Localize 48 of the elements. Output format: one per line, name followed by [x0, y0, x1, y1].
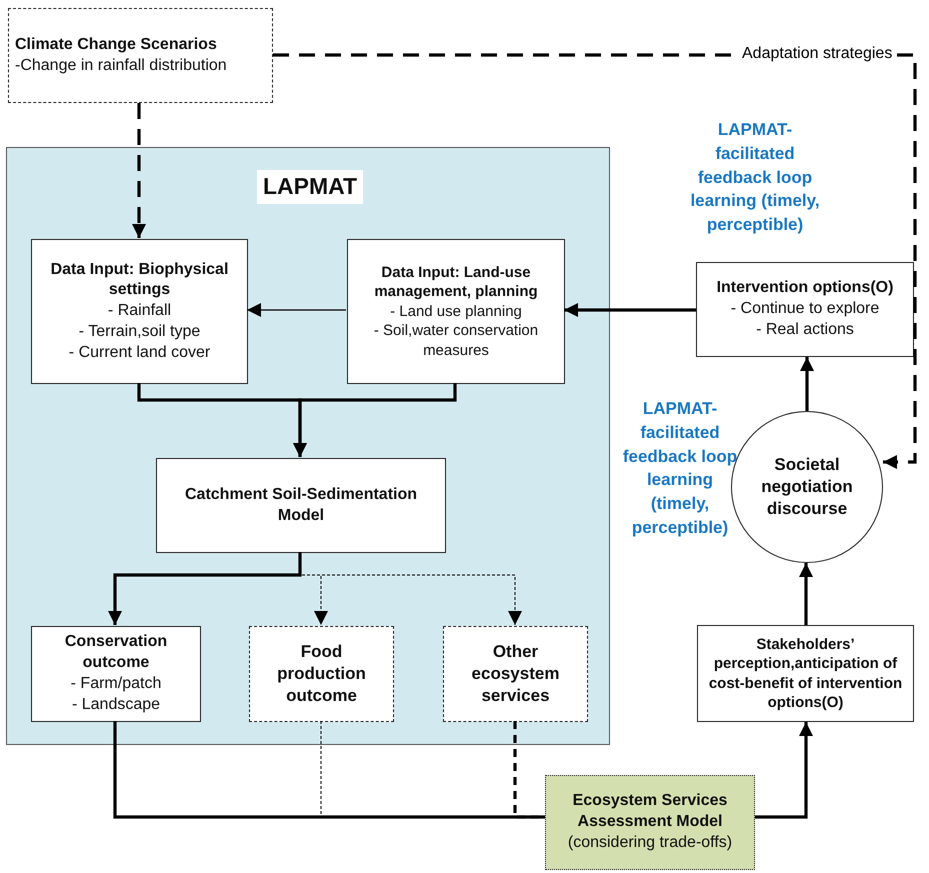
box-heading: Stakeholders’ perception,anticipation of cost-benefit of intervention options(O) — [708, 634, 904, 712]
box-heading: Catchment Soil-Sedimentation Model — [184, 484, 418, 526]
box-heading: Climate Change Scenarios — [15, 34, 217, 55]
bullet-text: - Farm/patch — [70, 674, 162, 694]
box-heading: Conservation outcome — [64, 632, 168, 674]
bullet-text: - Soil,water conservation measures — [372, 321, 540, 360]
arrow — [293, 383, 457, 457]
arrow — [564, 303, 696, 317]
process-box — [31, 626, 201, 722]
connector-line — [320, 720, 546, 818]
process-box — [696, 262, 914, 357]
box-heading: Other ecosystem services — [470, 640, 560, 708]
arrow — [755, 722, 813, 819]
arrow — [800, 357, 814, 411]
box-heading: Intervention options(O) — [716, 278, 894, 298]
container-panel — [6, 147, 610, 745]
bullet-text: - Landscape — [72, 694, 160, 715]
box-heading: Data Input: Biophysical settings — [50, 260, 230, 300]
box-heading: Food production outcome — [276, 640, 367, 708]
arrow — [799, 563, 813, 625]
bullet-text: - Rainfall — [108, 301, 172, 322]
note-text: LAPMAT-facilitated feedback loop learning (timely, perceptible) — [622, 398, 738, 539]
box-heading: Data Input: Land-use management, planning — [373, 262, 539, 302]
process-box — [347, 239, 565, 384]
bullet-text: - Real actions — [756, 320, 854, 340]
process-box — [697, 625, 914, 722]
bullet-text: - Current land cover — [68, 342, 210, 363]
edge-label: Adaptation strategies — [740, 45, 894, 63]
bullet-text: - Terrain,soil type — [78, 322, 200, 342]
panel-title: LAPMAT — [257, 170, 364, 204]
box-heading: Ecosystem Services Assessment Model — [572, 791, 728, 832]
model-box — [545, 775, 755, 870]
process-box — [31, 239, 248, 384]
arrow — [132, 103, 146, 238]
arrow — [247, 303, 346, 317]
dashed-box — [443, 626, 588, 722]
arrow — [108, 552, 302, 625]
bullet-text: (considering trade-offs) — [568, 832, 732, 853]
bullet-text: - Continue to explore — [730, 299, 880, 320]
process-box — [156, 458, 446, 553]
arrow — [300, 552, 522, 626]
dashed-box — [249, 626, 394, 722]
bullet-text: -Change in rainfall distribution — [15, 56, 227, 76]
box-heading: Societal negotiation discourse — [760, 454, 854, 520]
bullet-text: - Land use planning — [390, 302, 522, 322]
connector-line — [113, 721, 545, 819]
dashed-box — [8, 8, 273, 103]
note-text: LAPMAT-facilitated feedback loop learning (timely, perceptible) — [690, 119, 820, 236]
